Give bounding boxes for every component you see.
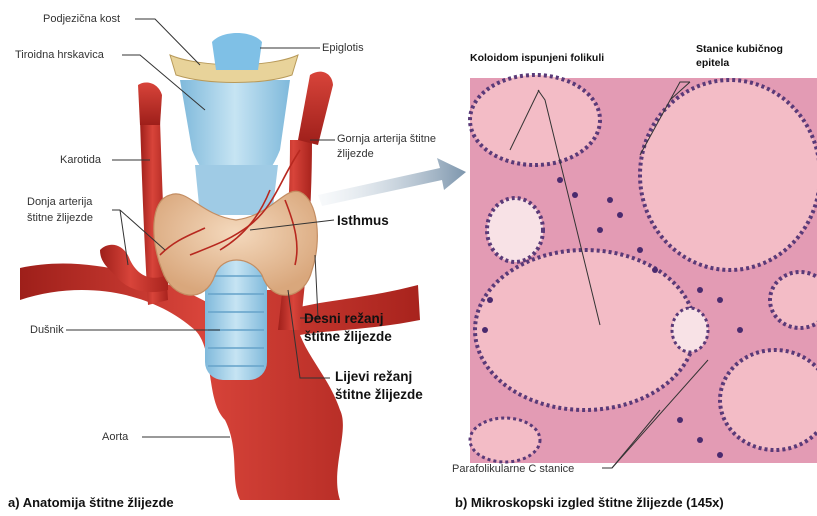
zoom-arrow: [318, 158, 466, 206]
label-isthmus: Isthmus: [337, 212, 389, 229]
label-superior-thyroid-artery-l1: Gornja arterija štitne: [337, 133, 436, 146]
label-inferior-thyroid-artery-l1: Donja arterija: [27, 196, 92, 209]
label-left-lobe-l2: štitne žlijezde: [335, 386, 423, 403]
label-superior-thyroid-artery-l2: žlijezde: [337, 148, 374, 161]
label-epiglottis: Epiglotis: [322, 42, 364, 55]
label-cuboidal-epithelium-l1: Stanice kubičnog: [696, 43, 783, 56]
label-aorta: Aorta: [102, 431, 128, 444]
follicle: [672, 308, 708, 352]
follicle: [470, 418, 540, 462]
follicle: [487, 198, 543, 262]
epiglottis: [212, 33, 262, 70]
follicle: [640, 80, 817, 270]
carotid-top-right: [298, 72, 333, 145]
label-left-lobe-l1: Lijevi režanj: [335, 368, 412, 385]
label-cuboidal-epithelium-l2: epitela: [696, 57, 729, 70]
label-carotid: Karotida: [60, 154, 101, 167]
label-parafollicular-cells: Parafolikularne C stanice: [452, 463, 574, 476]
follicle: [470, 75, 600, 165]
label-trachea: Dušnik: [30, 324, 64, 337]
caption-microscopy: b) Mikroskopski izgled štitne žlijezde (…: [455, 495, 724, 510]
carotid-top-left: [138, 82, 162, 125]
anatomy-illustration: [20, 33, 466, 500]
label-inferior-thyroid-artery-l2: štitne žlijezde: [27, 212, 93, 225]
label-hyoid-bone: Podjezična kost: [43, 13, 120, 26]
follicle: [475, 250, 695, 410]
label-right-lobe-l1: Desni režanj: [304, 310, 384, 327]
label-colloid-follicles: Koloidom ispunjeni folikuli: [470, 52, 604, 65]
microscopy-panel: [470, 75, 817, 463]
label-right-lobe-l2: štitne žlijezde: [304, 328, 392, 345]
cricoid-cartilage: [195, 165, 278, 215]
caption-anatomy: a) Anatomija štitne žlijezde: [8, 495, 174, 510]
label-thyroid-cartilage: Tiroidna hrskavica: [15, 49, 104, 62]
